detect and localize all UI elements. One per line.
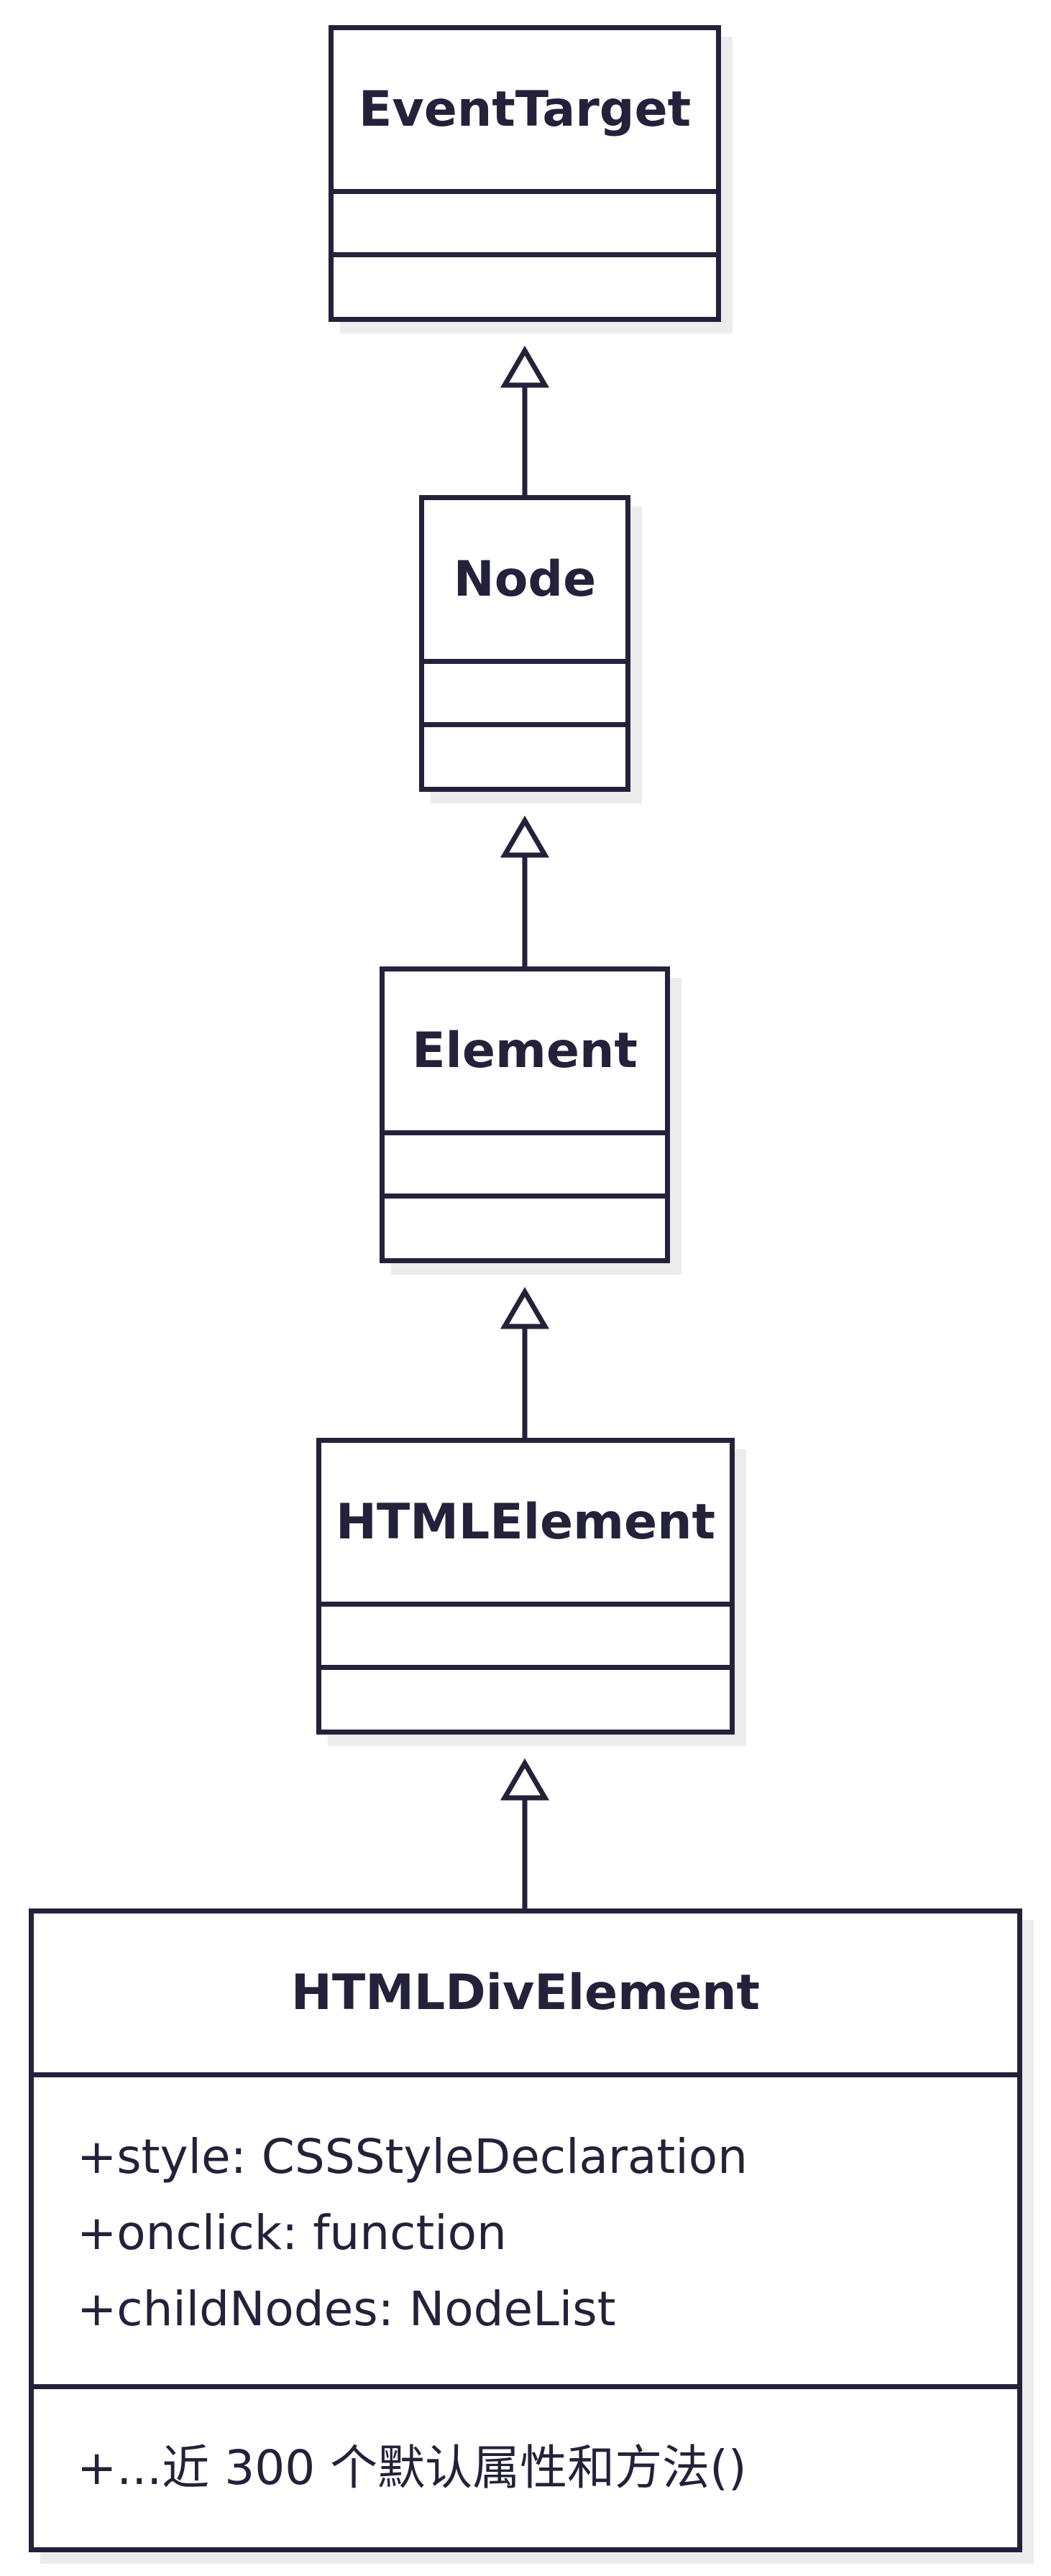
class-attribute: +onclick: function xyxy=(77,2205,507,2261)
class-methods-section xyxy=(321,1670,730,1733)
class-element: Element xyxy=(380,966,670,1263)
inheritance-arrowhead-icon xyxy=(500,1287,550,1329)
class-attributes-section xyxy=(385,1135,665,1199)
class-attributes-section xyxy=(334,194,716,257)
inheritance-arrowhead-icon xyxy=(500,1758,550,1801)
class-name: HTMLElement xyxy=(321,1443,730,1607)
inheritance-edge-htmldivelement-htmlelement xyxy=(500,1758,550,1908)
inheritance-edge-element-node xyxy=(500,816,550,966)
class-node: Node xyxy=(419,495,630,792)
class-methods-section xyxy=(385,1199,665,1262)
class-name: HTMLDivElement xyxy=(34,1913,1017,2077)
class-name: Node xyxy=(424,500,625,664)
class-attributes-section xyxy=(424,664,625,727)
class-htmldivelement: HTMLDivElement +style: CSSStyleDeclarati… xyxy=(29,1908,1022,2552)
class-methods-section xyxy=(424,727,625,790)
class-methods-section: +...近 300 个默认属性和方法() xyxy=(34,2389,1017,2547)
class-methods-section xyxy=(334,257,716,320)
inheritance-arrowhead-icon xyxy=(500,816,550,858)
class-attribute: +style: CSSStyleDeclaration xyxy=(77,2129,748,2184)
class-eventtarget: EventTarget xyxy=(329,25,721,322)
class-htmlelement: HTMLElement xyxy=(316,1438,735,1735)
inheritance-edge-node-eventtarget xyxy=(500,346,550,495)
class-attribute: +childNodes: NodeList xyxy=(77,2281,616,2337)
class-name: EventTarget xyxy=(334,30,716,194)
class-method: +...近 300 个默认属性和方法() xyxy=(77,2440,747,2496)
class-attributes-section xyxy=(321,1607,730,1670)
class-attributes-section: +style: CSSStyleDeclaration +onclick: fu… xyxy=(34,2077,1017,2389)
class-name: Element xyxy=(385,971,665,1135)
inheritance-edge-htmlelement-element xyxy=(500,1287,550,1438)
inheritance-arrowhead-icon xyxy=(500,346,550,388)
